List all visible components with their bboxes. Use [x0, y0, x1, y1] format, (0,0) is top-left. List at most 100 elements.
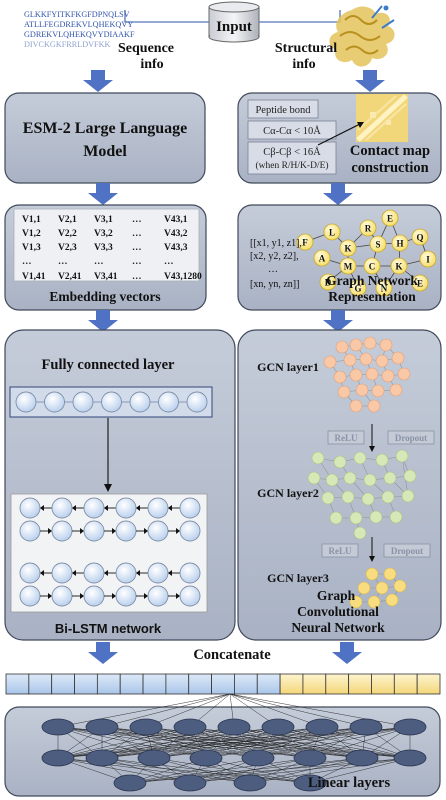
fc-node [72, 391, 94, 413]
linear-edge [257, 726, 411, 759]
sequence-line-3: GDREKVLQHEKQVYDIAAKF [24, 30, 135, 39]
lstm-link-head [176, 593, 180, 599]
lstm-cell [147, 562, 169, 584]
embedding-cell: V43,1 [164, 215, 188, 225]
lstm-cell [115, 585, 137, 607]
lstm-cell [83, 562, 105, 584]
gcn-node [349, 511, 363, 525]
linear-node [293, 774, 327, 792]
peptide-bond-label: Peptide bond [255, 105, 311, 116]
lstm-cell [51, 497, 73, 519]
relu-box-2: ReLU [321, 543, 359, 558]
gcn-node [385, 593, 399, 607]
lstm-cell [115, 497, 137, 519]
linear-edge [153, 726, 235, 759]
embedding-cell: V2,3 [58, 243, 77, 253]
amino-acid-node [339, 257, 357, 275]
sequence-info-label-2: info [140, 57, 163, 72]
coord-line-3: … [268, 264, 278, 275]
lstm-cell [19, 520, 41, 542]
contact-map-pointer-arrow [317, 122, 363, 146]
embedding-cell: … [132, 272, 142, 282]
dropout-box-1: Dropout [387, 430, 435, 445]
lstm-feature-cell [96, 673, 121, 695]
gcn-node [349, 368, 363, 382]
linear-nodes [41, 718, 427, 792]
gcn-panel [237, 329, 442, 641]
embedding-cell: … [132, 257, 142, 267]
gcn-node [337, 385, 351, 399]
amino-acid-node [381, 209, 399, 227]
embedding-cell: V1,3 [22, 243, 41, 253]
lstm-link-head [104, 505, 108, 511]
lstm-link-head [136, 505, 140, 511]
amino-acid-label: H [396, 239, 403, 249]
gcn-node [343, 471, 357, 485]
gcn-node [389, 510, 403, 524]
gcn-node [325, 473, 339, 487]
arrows-row-4 [88, 642, 362, 664]
gcn-node [343, 353, 357, 367]
fc-node [158, 391, 179, 413]
input-label: Input [216, 19, 252, 35]
lstm-cell [179, 520, 201, 542]
lstm-link-head [72, 505, 76, 511]
gcn-node [367, 595, 381, 609]
linear-edge [321, 726, 411, 759]
gcn-node [355, 383, 369, 397]
linear-edge [309, 726, 411, 759]
amino-acid-node [391, 234, 409, 252]
linear-edge [153, 726, 279, 759]
gcn-arrowhead-2 [369, 556, 375, 562]
linear-edge [189, 757, 311, 784]
embedding-cell: V2,2 [58, 229, 77, 239]
amino-acid-node [313, 249, 331, 267]
lstm-cell [83, 520, 105, 542]
embedding-cell: V3,1 [94, 215, 113, 225]
gcn-node [357, 581, 371, 595]
amino-acid-node [296, 233, 314, 251]
sequence-line-4: DIVCKGKFRRLDVFKK [24, 40, 111, 49]
embedding-cell: … [164, 257, 174, 267]
linear-edge [229, 693, 323, 728]
lstm-cell [83, 497, 105, 519]
embedding-cell: … [22, 257, 32, 267]
fc-to-lstm-arrowhead [104, 484, 112, 492]
linear-node [349, 718, 383, 736]
lstm-cell [19, 585, 41, 607]
gcn-node [395, 449, 409, 463]
lstm-cell [115, 562, 137, 584]
contact-map-title-2: construction [351, 160, 428, 176]
lstm-cell [51, 562, 73, 584]
embedding-cell: … [132, 215, 142, 225]
linear-node [393, 718, 427, 736]
linear-edge [153, 757, 251, 784]
gcn-node [311, 451, 325, 465]
relu-2-label: ReLU [329, 546, 352, 556]
amino-acid-node [411, 228, 429, 246]
structural-info-label-1: Structural [275, 41, 337, 56]
amino-acid-label: Q [416, 233, 423, 243]
lstm-cell [19, 562, 41, 584]
amino-acid-node [319, 273, 337, 291]
lstm-feature-cell [142, 673, 167, 695]
gcn-node [403, 469, 417, 483]
gcn-node [365, 567, 379, 581]
gcn-node [323, 355, 337, 369]
embedding-cell: V2,41 [58, 272, 82, 282]
lstm-feature-cell [234, 673, 258, 695]
amino-acid-label: D [325, 278, 332, 288]
amino-acid-node [375, 279, 393, 297]
lstm-feature-cell [28, 673, 53, 695]
gcn-node [333, 370, 347, 384]
lstm-cell [51, 520, 73, 542]
lstm-link-head [40, 505, 44, 511]
linear-edge [57, 726, 235, 759]
concatenated-vector [5, 673, 441, 695]
embedding-cell: V3,2 [94, 229, 113, 239]
lstm-cell [19, 497, 41, 519]
amino-acid-node [323, 223, 341, 241]
gcn-node [361, 492, 375, 506]
arrows-row-1 [83, 70, 385, 92]
amino-acid-label: S [375, 240, 380, 250]
